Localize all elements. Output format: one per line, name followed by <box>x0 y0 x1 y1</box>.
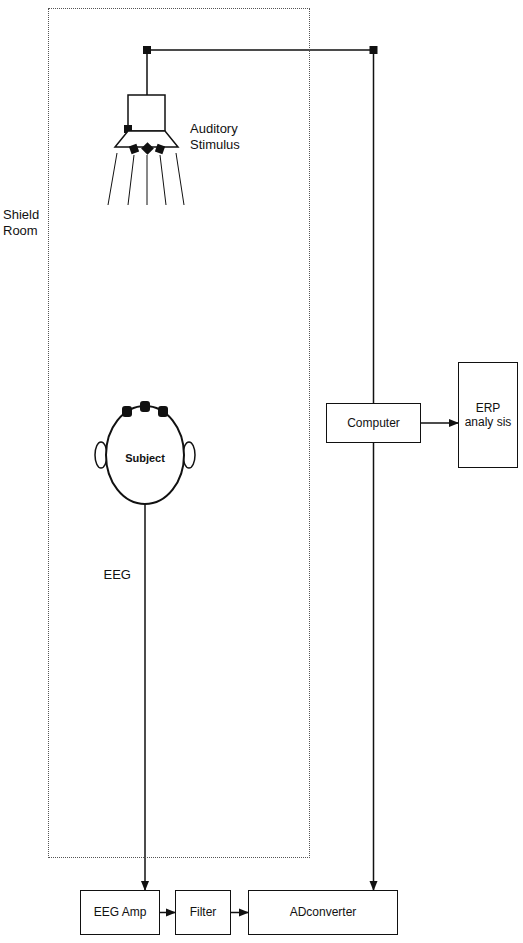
head <box>106 406 184 504</box>
process-box: EEG Amp <box>80 890 160 935</box>
sound-ray <box>147 155 148 205</box>
electrode <box>122 406 132 417</box>
label-text: ERP analy sis <box>464 401 512 430</box>
shield-room: Shield RoomAuditory StimulusSubject <box>48 8 310 858</box>
connector <box>144 505 146 890</box>
sound-ray <box>160 155 166 205</box>
process-box: Computer <box>326 403 421 443</box>
label-text: Computer <box>347 416 400 430</box>
subject-head: Subject <box>105 405 185 505</box>
speaker-node: Auditory Stimulus <box>114 95 180 149</box>
device-label: Auditory Stimulus <box>190 121 252 152</box>
process-box: ADconverter <box>248 890 398 935</box>
speaker-driver <box>129 144 139 154</box>
connector <box>160 912 175 914</box>
process-box: ERP analy sis <box>458 362 518 468</box>
sound-ray <box>128 155 134 205</box>
label-text: ADconverter <box>290 905 357 919</box>
electrode <box>140 401 150 412</box>
speaker-symbol <box>114 95 180 149</box>
connector <box>231 912 248 914</box>
sound-ray <box>108 153 117 205</box>
speaker-driver <box>155 144 165 154</box>
label-text: Filter <box>190 905 217 919</box>
connector <box>147 50 374 403</box>
connector <box>421 422 458 424</box>
speaker-driver <box>141 142 154 155</box>
speaker-body <box>128 95 165 131</box>
electrode <box>158 406 168 417</box>
edge-label: EEG <box>102 567 133 583</box>
subject-label: Subject <box>125 452 165 465</box>
region-label: Shield Room <box>3 207 45 238</box>
process-box: Filter <box>175 890 231 935</box>
sound-ray <box>176 153 184 205</box>
label-text: EEG Amp <box>94 905 147 919</box>
connector <box>373 443 375 890</box>
